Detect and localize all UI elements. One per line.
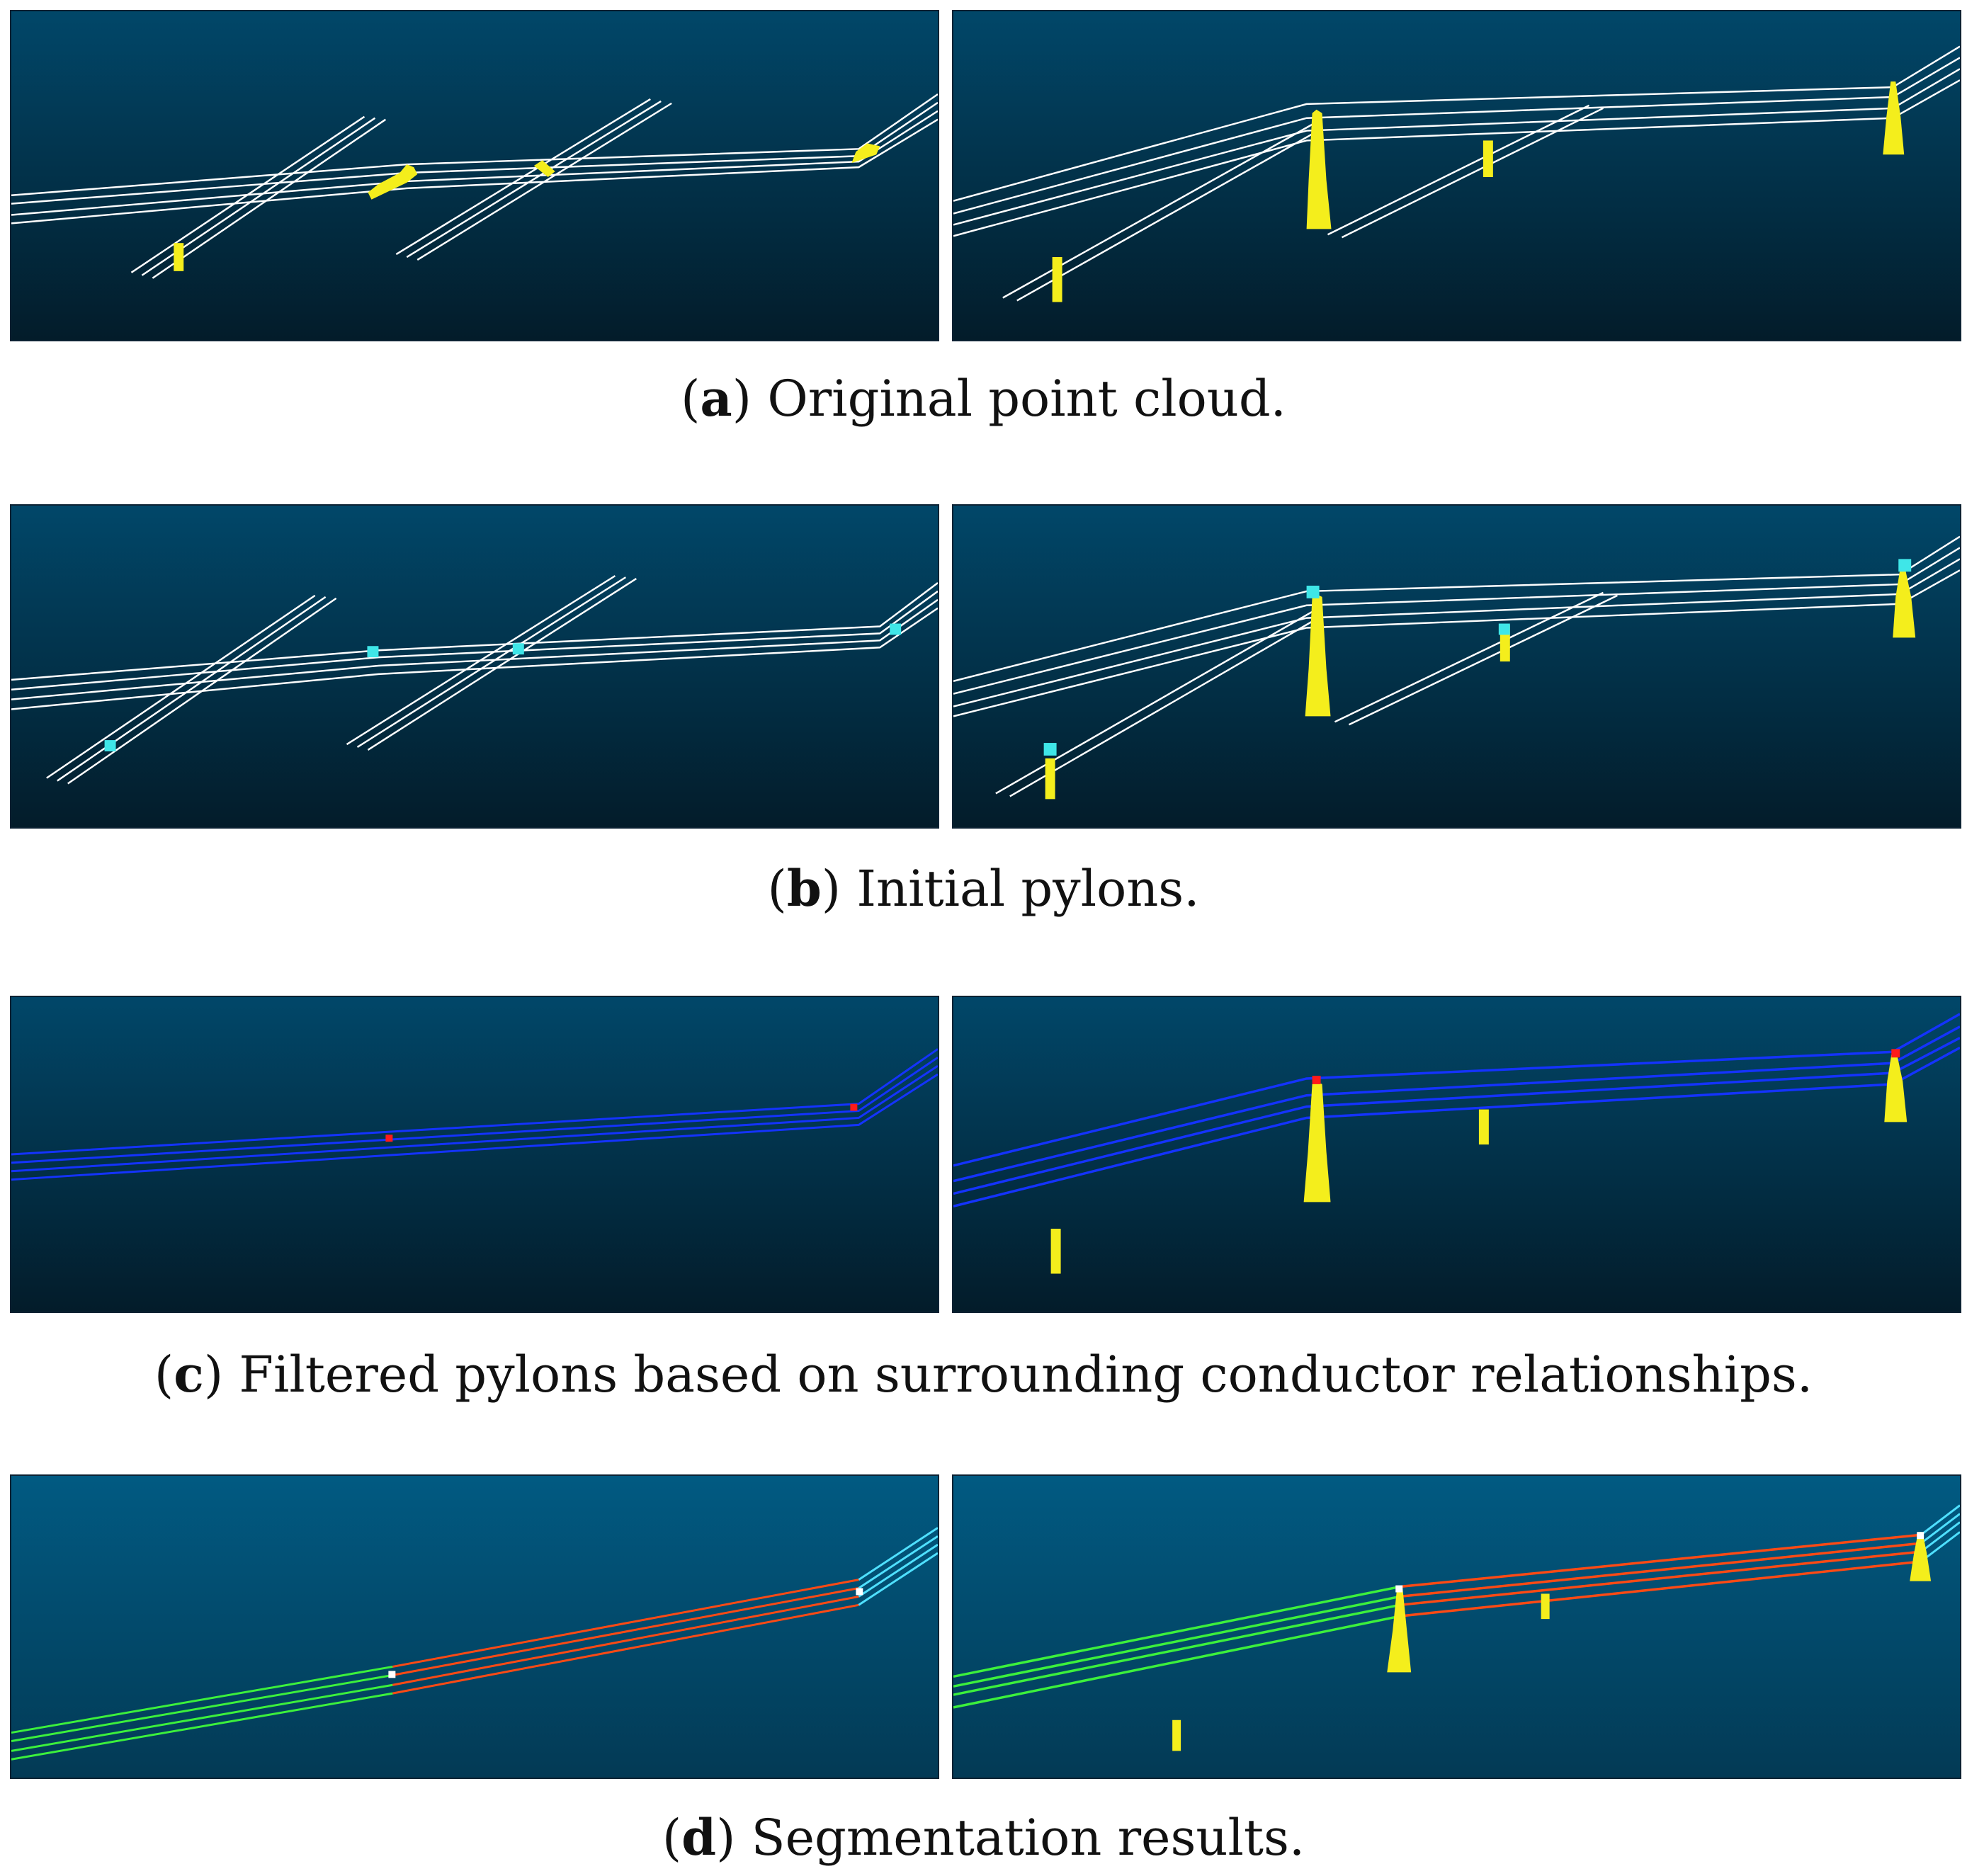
segment-cyan xyxy=(1920,1504,1960,1563)
caption-b: (b) Initial pylons. xyxy=(767,859,1200,918)
panel-a-left xyxy=(10,10,939,341)
caption-text: Initial pylons. xyxy=(856,860,1200,918)
caption-letter: b xyxy=(786,859,822,918)
point-cloud-view xyxy=(11,997,938,1312)
conductor-lines xyxy=(953,535,1960,797)
conductor-lines xyxy=(11,1048,938,1181)
caption-text: Filtered pylons based on surrounding con… xyxy=(239,1346,1813,1404)
pylon-points xyxy=(1052,81,1905,302)
panel-a-right xyxy=(952,10,1961,341)
caption-c: (c) Filtered pylons based on surrounding… xyxy=(154,1345,1813,1404)
point-cloud-view xyxy=(953,506,1960,827)
segment-orange xyxy=(392,1579,859,1695)
filtered-pylon-markers xyxy=(1312,1049,1900,1084)
panel-d-left xyxy=(10,1474,939,1779)
pylon-points xyxy=(174,143,880,271)
point-cloud-view xyxy=(953,11,1960,340)
point-cloud-view xyxy=(11,506,938,827)
point-cloud-view xyxy=(11,1476,938,1778)
conductor-lines xyxy=(953,1013,1960,1208)
segment-orange xyxy=(1400,1533,1922,1618)
panel-b-left xyxy=(10,504,939,829)
caption-letter: c xyxy=(174,1345,204,1404)
initial-pylon-markers xyxy=(104,623,902,751)
point-cloud-view xyxy=(11,11,938,340)
caption-text: Original point cloud. xyxy=(767,370,1286,428)
caption-text: Segmentation results. xyxy=(751,1809,1305,1867)
caption-d: (d) Segmentation results. xyxy=(662,1808,1305,1867)
pylon-points xyxy=(1172,1532,1932,1751)
segment-cyan xyxy=(858,1527,938,1606)
panel-c-right xyxy=(952,996,1961,1313)
caption-a: (a) Original point cloud. xyxy=(681,369,1286,428)
conductor-lines xyxy=(953,45,1960,302)
pylon-points xyxy=(1045,570,1916,800)
segment-green xyxy=(11,1666,393,1761)
segment-boundary-markers xyxy=(1395,1532,1925,1593)
caption-letter: a xyxy=(700,369,732,428)
panel-b-right xyxy=(952,504,1961,829)
pylon-points xyxy=(1050,1054,1908,1274)
segment-green xyxy=(953,1585,1400,1709)
point-cloud-view xyxy=(953,997,1960,1312)
panel-c-left xyxy=(10,996,939,1313)
filtered-pylon-markers xyxy=(385,1103,858,1142)
initial-pylon-markers xyxy=(1043,559,1912,756)
point-cloud-view xyxy=(953,1476,1960,1778)
caption-letter: d xyxy=(681,1808,717,1867)
segment-boundary-markers xyxy=(388,1588,863,1678)
panel-d-right xyxy=(952,1474,1961,1779)
conductor-lines xyxy=(11,575,938,785)
